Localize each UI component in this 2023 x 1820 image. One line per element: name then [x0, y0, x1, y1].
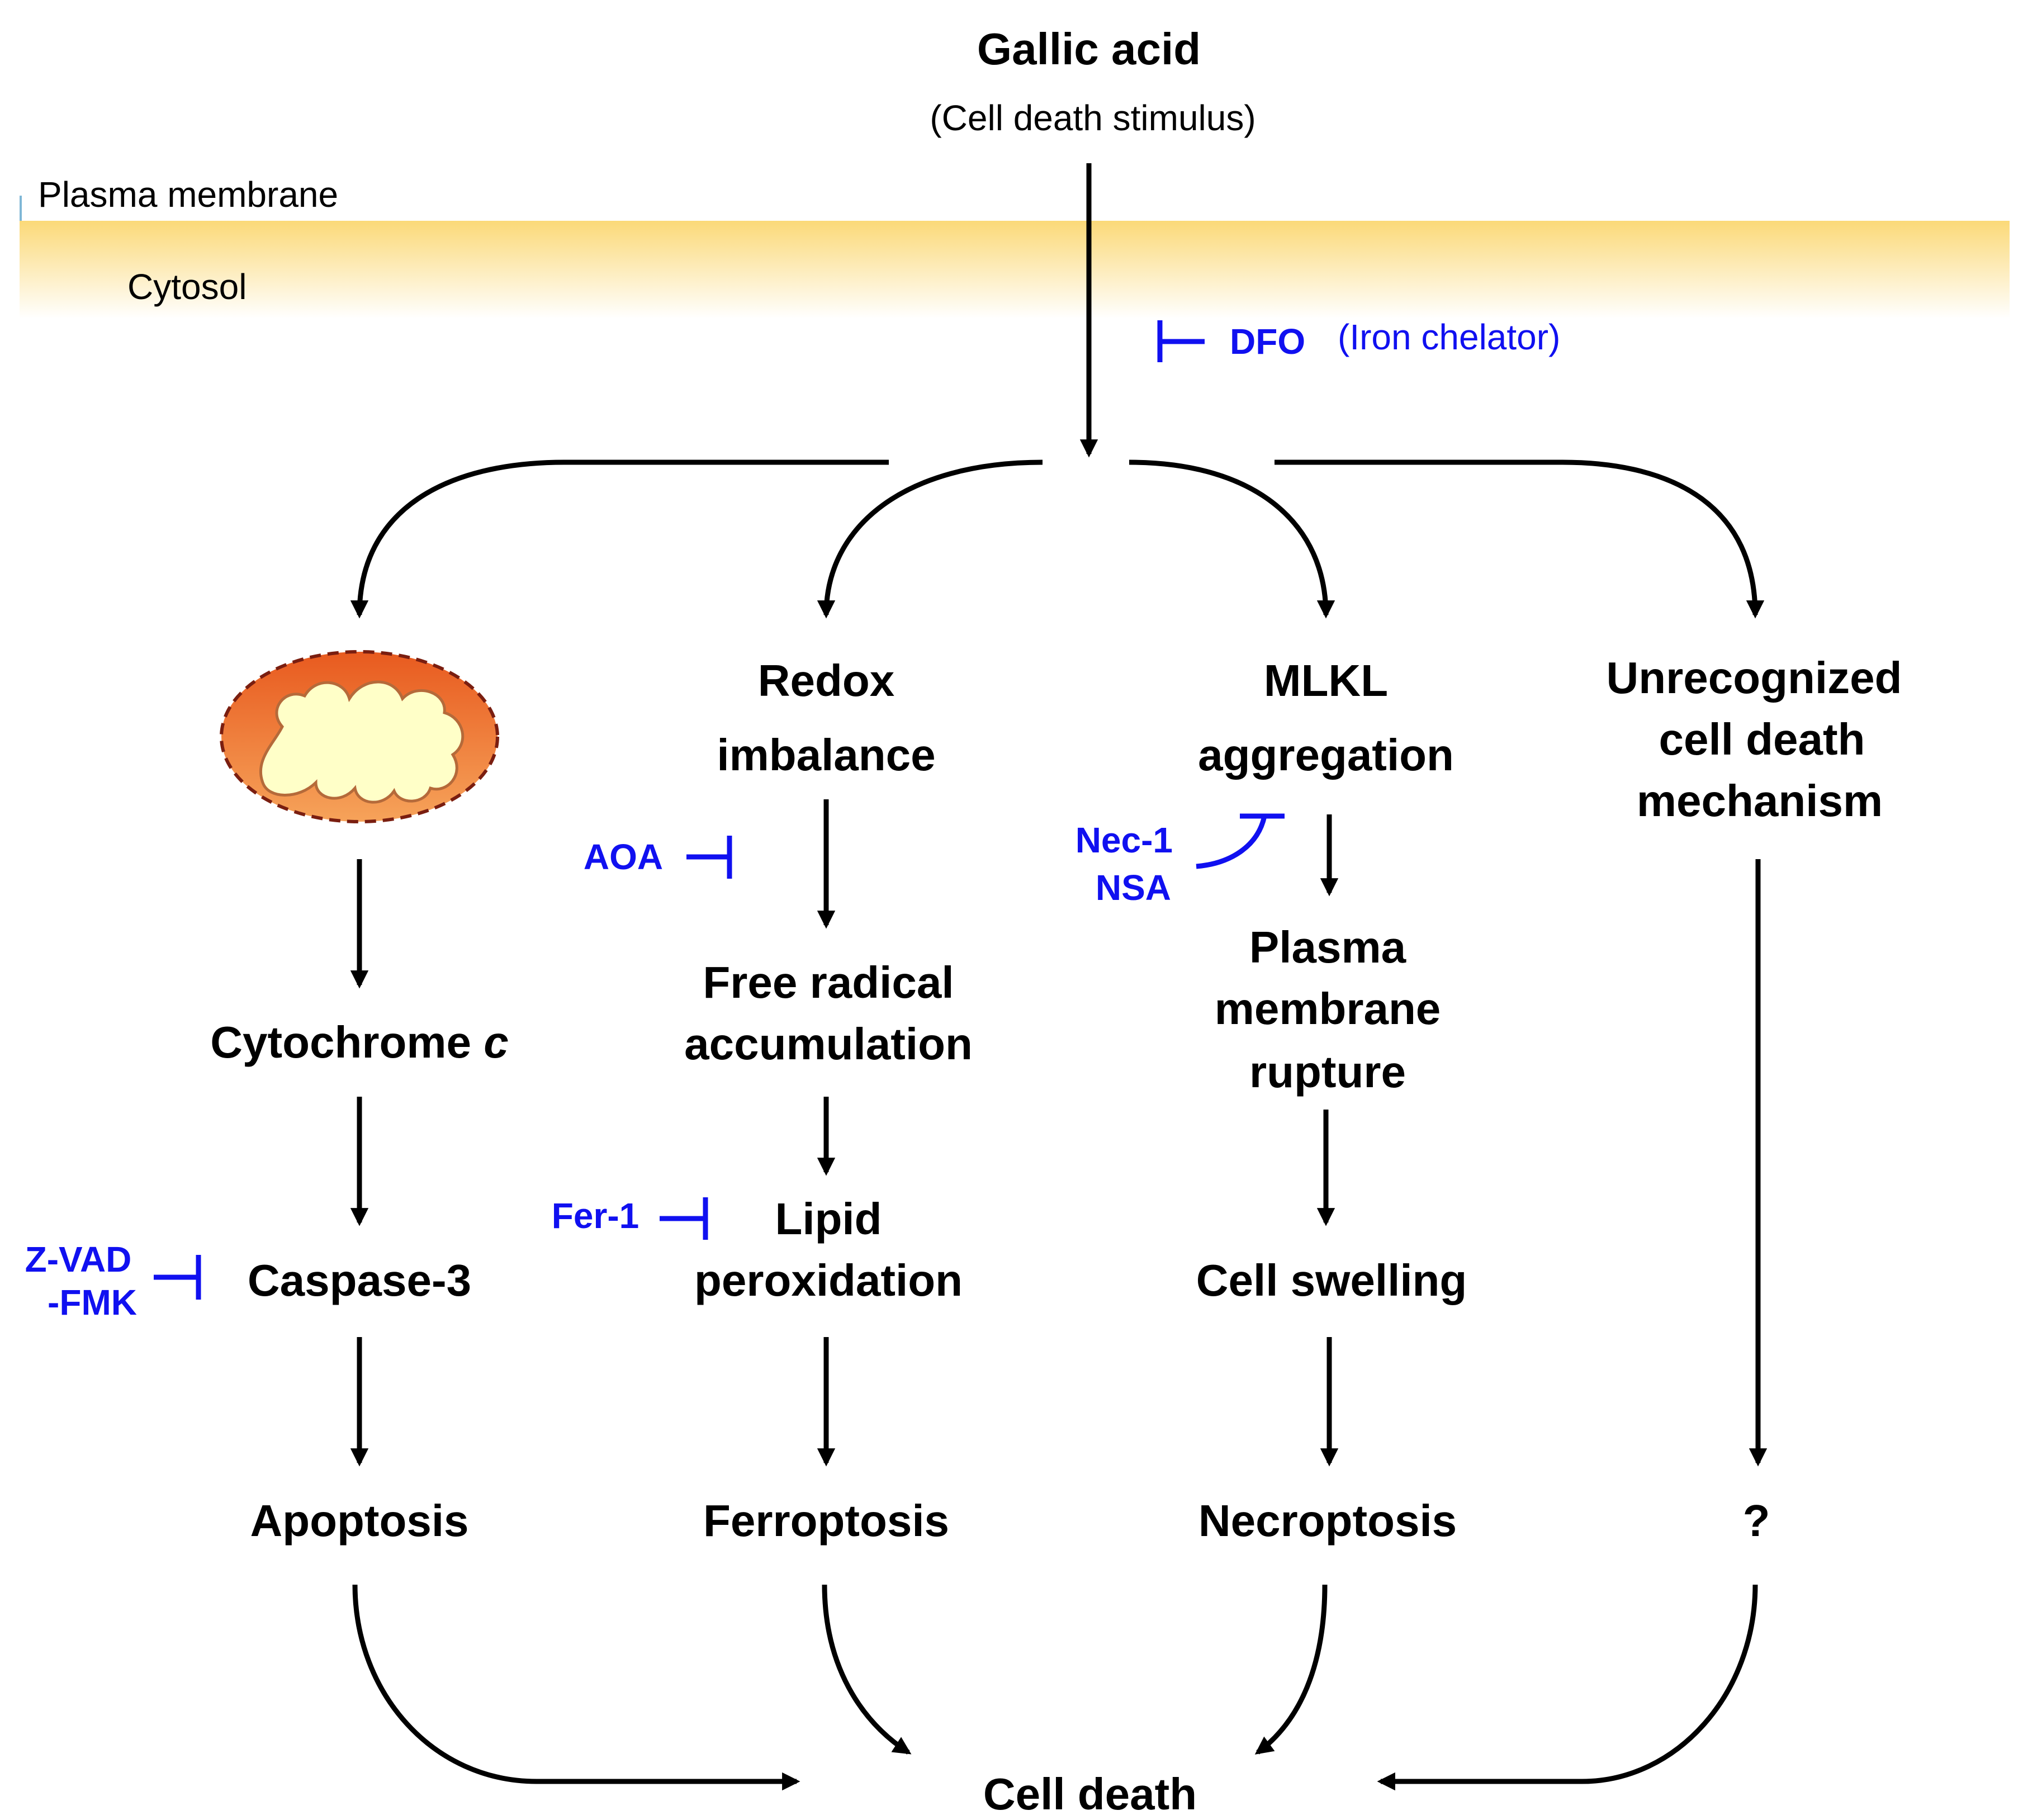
branch-arrow-necroptosis — [1129, 459, 1335, 619]
branch-arrow-ferroptosis — [817, 459, 1043, 619]
lipid-peroxidation-node-1: Lipid — [775, 1194, 882, 1244]
converge-arrow-apoptosis — [352, 1584, 800, 1791]
fer-1-label: Fer-1 — [552, 1196, 639, 1236]
redox-imbalance-node-1: Redox — [758, 656, 895, 705]
cell-swelling-node: Cell swelling — [1196, 1255, 1467, 1305]
plasma-membrane-label: Plasma membrane — [38, 174, 338, 215]
dfo-note: (Iron chelator) — [1338, 317, 1560, 357]
free-radical-node-2: accumulation — [684, 1019, 973, 1069]
aoa-label: AOA — [584, 837, 663, 877]
unknown-outcome-node: ? — [1743, 1496, 1770, 1546]
converge-arrow-ferroptosis — [822, 1584, 912, 1755]
mlkl-aggregation-node-1: MLKL — [1264, 656, 1388, 705]
necroptosis-node: Necroptosis — [1198, 1496, 1457, 1546]
free-radical-node-1: Free radical — [703, 958, 954, 1007]
redox-imbalance-node-2: imbalance — [717, 730, 935, 780]
cytochrome-c-node: Cytochrome c — [210, 1017, 509, 1067]
plasma-membrane-rupture-node-1: Plasma — [1249, 922, 1406, 972]
unrecognized-node-2: cell death — [1659, 714, 1865, 764]
cytosol-label: Cytosol — [127, 267, 247, 307]
dfo-label: DFO — [1230, 321, 1305, 362]
nsa-label: NSA — [1096, 868, 1171, 908]
plasma-membrane-rupture-node-2: membrane — [1215, 984, 1441, 1034]
cell-death-node: Cell death — [983, 1769, 1197, 1819]
mlkl-aggregation-node-2: aggregation — [1198, 730, 1454, 780]
unrecognized-node-1: Unrecognized — [1607, 653, 1902, 703]
nec-1-label: Nec-1 — [1076, 820, 1173, 860]
mitochondrion-icon — [220, 650, 499, 823]
nec-1-nsa-curve — [1196, 815, 1267, 869]
caspase-3-node: Caspase-3 — [248, 1255, 471, 1305]
converge-arrow-unknown — [1377, 1584, 1758, 1791]
lipid-peroxidation-node-2: peroxidation — [694, 1255, 963, 1305]
branch-arrow-unknown — [1275, 459, 1765, 619]
apoptosis-node: Apoptosis — [250, 1496, 468, 1546]
stimulus-subtitle: (Cell death stimulus) — [930, 98, 1256, 138]
converge-arrow-necroptosis — [1254, 1584, 1328, 1755]
membrane-band — [20, 221, 2010, 319]
zvad-fmk-label-2: -FMK — [48, 1282, 137, 1323]
stimulus-title: Gallic acid — [977, 24, 1201, 74]
branch-arrow-apoptosis — [350, 459, 889, 619]
ferroptosis-node: Ferroptosis — [703, 1496, 949, 1546]
unrecognized-node-3: mechanism — [1637, 776, 1883, 826]
plasma-membrane-rupture-node-3: rupture — [1249, 1047, 1406, 1097]
zvad-fmk-label-1: Z-VAD — [25, 1239, 132, 1279]
